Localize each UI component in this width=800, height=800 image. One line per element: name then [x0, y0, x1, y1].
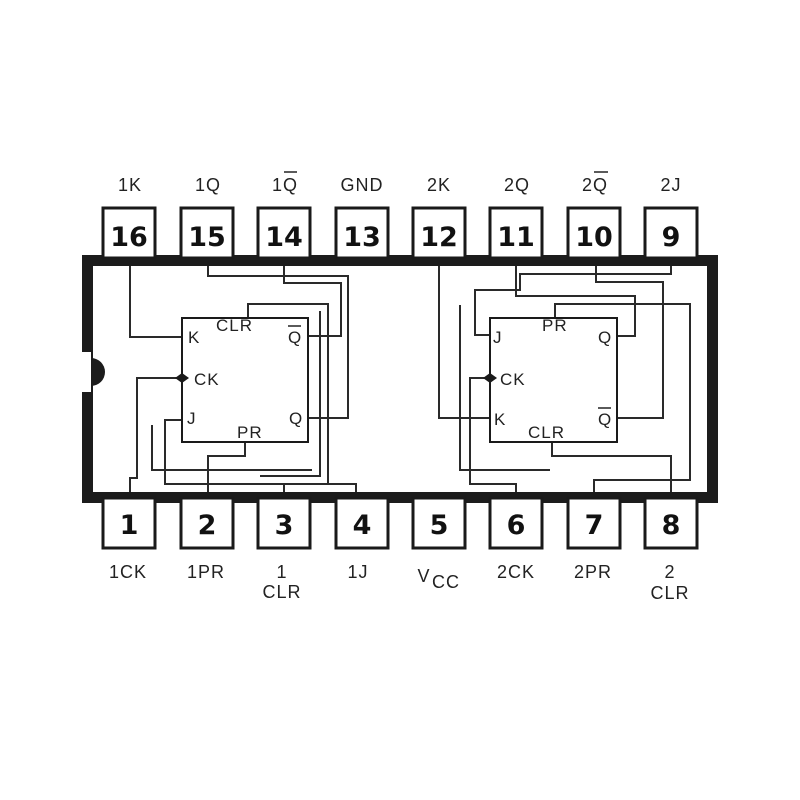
- ff2-pr-label: PR: [542, 316, 568, 335]
- pin-number: 12: [420, 222, 458, 253]
- ff2-clr-label: CLR: [528, 423, 565, 442]
- pin-4: 4 1J: [334, 496, 390, 582]
- pin-10: 10 2Q: [566, 171, 622, 260]
- pin-label: 2Q: [504, 175, 530, 195]
- pin-label: 2Q: [582, 175, 608, 195]
- ff2-q-label: Q: [598, 328, 612, 347]
- pin-8: 8 2 CLR: [643, 496, 699, 603]
- pin-label: GND: [341, 175, 384, 195]
- ff2-k-label: K: [494, 410, 506, 429]
- ff1-j-label: J: [187, 409, 197, 428]
- pin-15: 15 1Q: [179, 175, 235, 260]
- pin-label: 1J: [347, 562, 368, 582]
- flipflop-1: K CLR Q CK J Q PR: [175, 316, 309, 443]
- pin-16: 16 1K: [101, 175, 157, 260]
- pin-9: 9 2J: [643, 175, 699, 260]
- ff1-q-label: Q: [289, 409, 303, 428]
- ff2-qbar-label: Q: [598, 410, 612, 429]
- pin-label: 1PR: [187, 562, 225, 582]
- pin-label: 1Q: [195, 175, 221, 195]
- pin-14: 14 1Q: [256, 171, 312, 260]
- pin-5: 5 V CC: [411, 496, 467, 592]
- ff1-clock-marker: [175, 373, 189, 383]
- pin-number: 7: [585, 510, 604, 541]
- pin-label: 2K: [427, 175, 451, 195]
- pin-number: 11: [497, 222, 535, 253]
- pin-number: 14: [265, 222, 303, 253]
- pin-label-line2: CLR: [262, 582, 301, 602]
- pin-label: 1: [276, 562, 287, 582]
- ff1-pr-label: PR: [237, 423, 263, 442]
- ff1-ck-label: CK: [194, 370, 220, 389]
- bottom-pin-row: 1 1CK 2 1PR 3 1 CLR 4 1J 5 V CC 6 2CK: [101, 496, 699, 603]
- pin-1: 1 1CK: [101, 496, 157, 582]
- pin-label: 2PR: [574, 562, 612, 582]
- pin-number: 16: [110, 222, 148, 253]
- flipflop-2: J PR Q CK K Q CLR: [483, 316, 618, 443]
- wiring-flipflop2: [438, 266, 691, 492]
- pin-number: 8: [662, 510, 681, 541]
- pin-label: V: [417, 566, 430, 586]
- pin-6: 6 2CK: [488, 496, 544, 582]
- pin-number: 1: [120, 510, 139, 541]
- top-pin-row: 16 1K 15 1Q 14 1Q 13 GND 12 2K 11 2Q: [101, 171, 699, 260]
- pin-number: 3: [275, 510, 294, 541]
- pin-label-subscript: CC: [432, 572, 460, 592]
- pin-number: 15: [188, 222, 226, 253]
- pin-number: 6: [507, 510, 526, 541]
- pin-3: 3 1 CLR: [256, 496, 312, 602]
- pin-12: 12 2K: [411, 175, 467, 260]
- pin-number: 10: [575, 222, 613, 253]
- pin-label: 2J: [660, 175, 681, 195]
- pin-label: 1Q: [272, 175, 298, 195]
- pin-7: 7 2PR: [566, 496, 622, 582]
- pin-number: 13: [343, 222, 381, 253]
- pin-label: 1CK: [109, 562, 147, 582]
- pin-11: 11 2Q: [488, 175, 544, 260]
- pin-label: 1K: [118, 175, 142, 195]
- pin-number: 5: [430, 510, 449, 541]
- pin-label: 2CK: [497, 562, 535, 582]
- wiring-flipflop1: [129, 266, 357, 492]
- pin-number: 9: [662, 222, 681, 253]
- ff1-qbar-label: Q: [288, 328, 302, 347]
- ff2-clock-marker: [483, 373, 497, 383]
- pin-2: 2 1PR: [179, 496, 235, 582]
- pin-label-line2: CLR: [650, 583, 689, 603]
- ff1-k-label: K: [188, 328, 200, 347]
- pin-13: 13 GND: [334, 175, 390, 260]
- pin-number: 4: [353, 510, 372, 541]
- pin-number: 2: [198, 510, 217, 541]
- ff2-ck-label: CK: [500, 370, 526, 389]
- pin-label: 2: [664, 562, 675, 582]
- ff1-clr-label: CLR: [216, 316, 253, 335]
- ff2-j-label: J: [493, 328, 503, 347]
